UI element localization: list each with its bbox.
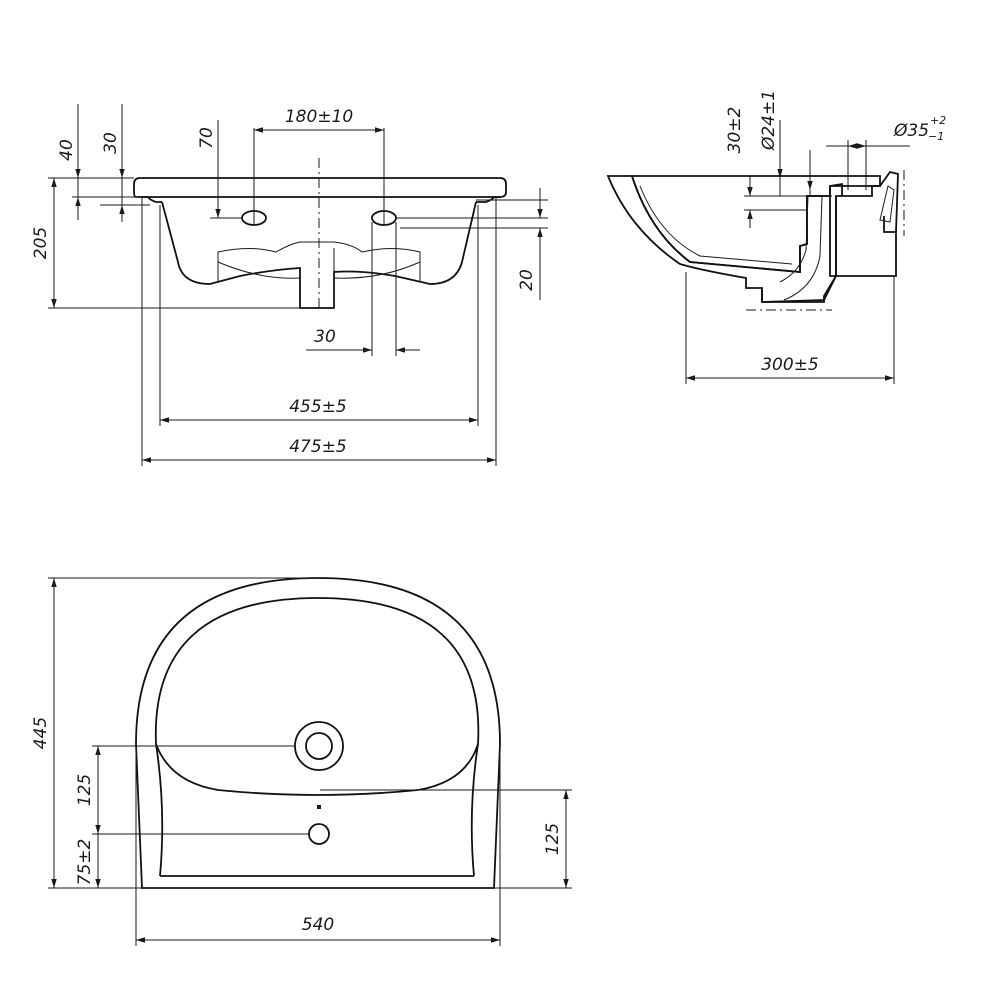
dim-20: 20	[517, 269, 537, 291]
front-rim	[133, 177, 507, 198]
dim-475: 475±5	[289, 437, 347, 457]
front-view: 40 30 70 180±10 205 20 30 455±5 475±5	[31, 104, 548, 466]
front-bowl-body	[161, 201, 477, 309]
front-bowl-inner	[217, 241, 421, 282]
top-drain-inner	[305, 732, 333, 760]
side-section-view: 30±2 Ø24±1 Ø35 +2 −1 300±5	[606, 90, 946, 384]
top-faucet-hole	[308, 823, 330, 845]
dim-205: 205	[31, 227, 51, 259]
top-center-mark	[317, 805, 321, 809]
side-dimension-lines	[686, 120, 894, 381]
top-inner-basin	[154, 597, 480, 877]
side-drain	[761, 196, 837, 303]
dim-300: 300±5	[761, 355, 819, 375]
top-view: 445 125 75±2 125 540	[31, 577, 572, 946]
top-outer-outline	[135, 577, 501, 889]
dim-540: 540	[302, 915, 334, 935]
dim-445: 445	[31, 717, 51, 749]
dim-455: 455±5	[289, 397, 347, 417]
side-overflow-slot	[879, 185, 895, 223]
top-basin-back-curve	[155, 743, 479, 796]
front-extension-lines	[48, 128, 548, 466]
dim-35: Ø35	[893, 121, 929, 141]
top-extension-lines	[48, 577, 572, 946]
side-overflow	[842, 170, 899, 233]
dim-125-right: 125	[543, 823, 563, 855]
side-drain-inner	[779, 195, 823, 301]
front-bowl-inner-curve	[217, 261, 421, 279]
dim-40: 40	[57, 139, 77, 161]
dim-24: Ø24±1	[759, 90, 779, 151]
dim-180: 180±10	[285, 107, 353, 127]
dim-75: 75±2	[75, 839, 95, 886]
dim-35-minus: −1	[928, 130, 944, 143]
front-dimension-lines	[51, 104, 543, 463]
dim-35-plus: +2	[930, 114, 946, 127]
dim-70: 70	[197, 127, 217, 149]
side-bowl-inner	[630, 175, 881, 273]
side-bowl-inner-line	[639, 185, 793, 265]
top-drain-outer	[294, 721, 344, 771]
dim-30-top: 30	[101, 132, 121, 154]
top-dimension-lines	[51, 578, 569, 943]
side-back-body	[829, 196, 897, 277]
dim-30-bottom: 30	[314, 327, 336, 347]
dim-30-2: 30±2	[725, 107, 745, 154]
dim-125-left: 125	[75, 774, 95, 806]
